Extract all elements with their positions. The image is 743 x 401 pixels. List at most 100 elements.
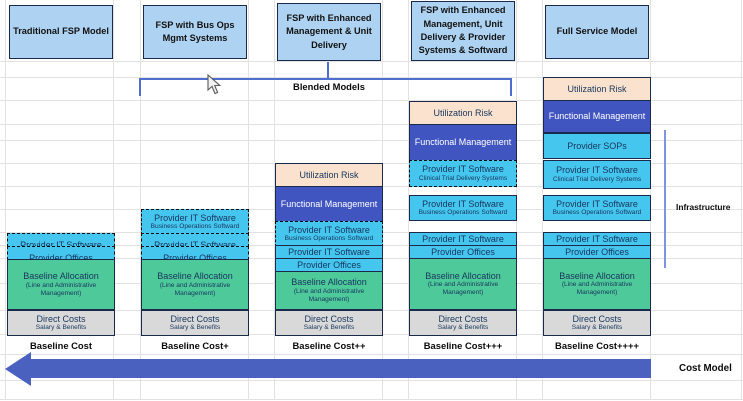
block-title: Provider IT Software: [288, 224, 370, 235]
model-header-full-service[interactable]: Full Service Model: [545, 5, 649, 59]
gridline-row: [0, 77, 743, 78]
block-provider-sops-c5[interactable]: Provider SOPs: [543, 133, 651, 159]
block-subtitle: (Line and Administrative Management): [159, 281, 231, 297]
block-title: Provider Offices: [163, 253, 227, 264]
gridline-row: [0, 354, 743, 355]
block-provider-it-software-bizops-c4[interactable]: Provider IT Software Business Operations…: [409, 195, 517, 221]
block-title: Provider SOPs: [567, 140, 627, 151]
arrow-head-icon: [5, 351, 31, 386]
block-provider-it-software-c3[interactable]: Provider IT Software: [275, 245, 383, 259]
block-baseline-allocation-c3[interactable]: Baseline Allocation (Line and Administra…: [275, 271, 383, 310]
blended-bracket-stem: [327, 62, 329, 79]
block-title: Provider Offices: [297, 259, 361, 270]
block-subtitle: Salary & Benefits: [571, 324, 623, 332]
block-title: Functional Management: [548, 111, 646, 122]
block-title: Direct Costs: [36, 313, 86, 324]
block-baseline-allocation-c5[interactable]: Baseline Allocation (Line and Administra…: [543, 258, 651, 310]
block-title: Provider Offices: [431, 246, 495, 257]
block-title: Utilization Risk: [433, 107, 493, 118]
block-subtitle: Business Operations Softward: [552, 209, 642, 217]
gridline-row: [0, 124, 743, 125]
mouse-cursor-icon: [207, 73, 222, 100]
block-subtitle: Business Operations Softward: [284, 235, 374, 243]
block-provider-it-software-bizops-c2[interactable]: Provider IT Software Business Operations…: [141, 209, 249, 235]
block-functional-management-c3[interactable]: Functional Management: [275, 186, 383, 223]
block-utilization-risk-c4[interactable]: Utilization Risk: [409, 101, 517, 125]
block-title: Direct Costs: [572, 313, 622, 324]
block-direct-costs-c2[interactable]: Direct Costs Salary & Benefits: [141, 310, 249, 336]
model-header-traditional-fsp[interactable]: Traditional FSP Model: [9, 5, 113, 59]
baseline-cost-label-c1: Baseline Cost: [30, 339, 92, 351]
gridline-row: [0, 399, 743, 400]
block-title: Baseline Allocation: [157, 271, 233, 282]
model-header-label: FSP with Bus Ops Mgmt Systems: [155, 19, 235, 43]
model-header-fsp-enhanced-full[interactable]: FSP with Enhanced Management, Unit Deliv…: [411, 1, 515, 61]
gridline-col: [408, 0, 409, 399]
gridline-col: [741, 0, 742, 399]
model-header-label: Full Service Model: [556, 26, 638, 37]
block-provider-it-software-bizops-c3[interactable]: Provider IT Software Business Operations…: [275, 221, 383, 247]
block-functional-management-c4[interactable]: Functional Management: [409, 124, 517, 161]
block-subtitle: Salary & Benefits: [169, 324, 221, 332]
block-title: Baseline Allocation: [23, 271, 99, 282]
block-subtitle: (Line and Administrative Management): [293, 287, 365, 303]
block-title: Provider Offices: [29, 253, 93, 264]
gridline-col: [542, 0, 543, 399]
block-subtitle: (Line and Administrative Management): [25, 281, 97, 297]
block-title: Baseline Allocation: [425, 270, 501, 281]
block-title: Direct Costs: [170, 313, 220, 324]
gridline-col: [5, 0, 6, 399]
block-provider-it-software-bizops-c5[interactable]: Provider IT Software Business Operations…: [543, 195, 651, 221]
model-header-label: Traditional FSP Model: [13, 26, 109, 37]
gridline-row: [0, 100, 743, 101]
block-baseline-allocation-c1[interactable]: Baseline Allocation (Line and Administra…: [7, 259, 115, 310]
block-provider-it-software-clinical-c5[interactable]: Provider IT Software Clinical Trial Deli…: [543, 160, 651, 189]
block-direct-costs-c3[interactable]: Direct Costs Salary & Benefits: [275, 310, 383, 336]
block-direct-costs-c1[interactable]: Direct Costs Salary & Benefits: [7, 310, 115, 336]
block-utilization-risk-c3[interactable]: Utilization Risk: [275, 163, 383, 187]
gridline-col: [113, 0, 114, 399]
model-header-label: FSP with Enhanced Management & Unit Deli…: [286, 12, 372, 50]
block-direct-costs-c4[interactable]: Direct Costs Salary & Benefits: [409, 310, 517, 336]
block-title: Provider IT Software: [422, 164, 504, 175]
blended-bracket-top: [139, 78, 511, 80]
model-header-fsp-enhanced-mgmt-unit[interactable]: FSP with Enhanced Management & Unit Deli…: [277, 3, 381, 61]
block-title: Functional Management: [280, 199, 378, 210]
block-subtitle: Salary & Benefits: [437, 324, 489, 332]
gridline-row: [0, 140, 743, 141]
blended-models-label: Blended Models: [293, 81, 365, 92]
blended-bracket-left: [139, 78, 141, 96]
block-subtitle: Salary & Benefits: [35, 324, 87, 332]
block-title: Direct Costs: [304, 313, 354, 324]
arrow-shaft: [31, 359, 651, 378]
block-functional-management-c5[interactable]: Functional Management: [543, 100, 651, 133]
block-provider-it-software-c4[interactable]: Provider IT Software: [409, 232, 517, 246]
block-subtitle: (Line and Administrative Management): [427, 281, 499, 297]
block-direct-costs-c5[interactable]: Direct Costs Salary & Benefits: [543, 310, 651, 336]
block-provider-offices-c3[interactable]: Provider Offices: [275, 258, 383, 272]
block-baseline-allocation-c2[interactable]: Baseline Allocation (Line and Administra…: [141, 259, 249, 310]
gridline-row: [0, 61, 743, 62]
model-header-fsp-bus-ops[interactable]: FSP with Bus Ops Mgmt Systems: [143, 5, 247, 59]
block-title: Provider IT Software: [20, 240, 102, 251]
block-provider-offices-c4[interactable]: Provider Offices: [409, 245, 517, 259]
baseline-cost-label-c3: Baseline Cost++: [292, 339, 366, 351]
block-title: Provider IT Software: [556, 165, 638, 176]
block-title: Provider IT Software: [556, 198, 638, 209]
block-subtitle: Business Operations Softward: [418, 209, 508, 217]
block-subtitle: (Line and Administrative Management): [561, 281, 633, 297]
block-title: Utilization Risk: [567, 83, 627, 94]
baseline-cost-label-c2: Baseline Cost+: [161, 339, 229, 351]
block-title: Direct Costs: [438, 313, 488, 324]
block-provider-it-software-c5[interactable]: Provider IT Software: [543, 232, 651, 246]
block-provider-it-software-clinical-c4[interactable]: Provider IT Software Clinical Trial Deli…: [409, 160, 517, 187]
block-provider-offices-c5[interactable]: Provider Offices: [543, 245, 651, 259]
block-baseline-allocation-c4[interactable]: Baseline Allocation (Line and Administra…: [409, 258, 517, 310]
block-title: Provider IT Software: [154, 212, 236, 223]
block-title: Provider IT Software: [154, 240, 236, 251]
block-utilization-risk-c5[interactable]: Utilization Risk: [543, 77, 651, 101]
block-title: Provider IT Software: [422, 198, 504, 209]
block-title: Provider IT Software: [556, 233, 638, 244]
block-title: Functional Management: [414, 137, 512, 148]
